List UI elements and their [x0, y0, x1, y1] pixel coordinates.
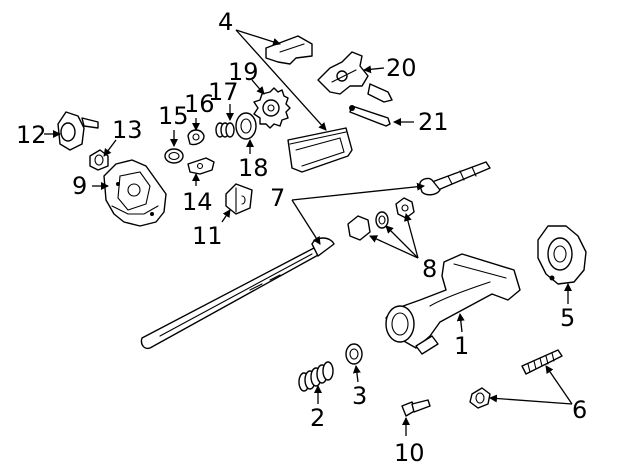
callout-21: 21	[418, 108, 449, 136]
part-16-clip	[187, 129, 205, 146]
part-20-switch-housing	[317, 51, 393, 103]
part-7-upper-shaft	[419, 161, 491, 196]
leader-lines	[44, 29, 573, 436]
callout-labels: 4 20 19 17 16 15 21 13 12 18 9 7 14 11 8…	[16, 8, 587, 467]
callout-19: 19	[228, 58, 259, 86]
callout-20: 20	[386, 54, 417, 82]
callout-13: 13	[112, 116, 143, 144]
callout-1: 1	[454, 332, 469, 360]
part-4-lower-cover	[287, 127, 353, 173]
part-18-washer	[235, 112, 257, 140]
part-5-housing	[537, 225, 587, 285]
part-15-ring	[164, 148, 184, 164]
part-21-pin	[349, 105, 391, 127]
part-9-lock-housing	[103, 159, 167, 227]
part-13-cylinder	[89, 149, 109, 171]
callout-7: 7	[270, 184, 285, 212]
callout-6: 6	[572, 396, 587, 424]
callout-12: 12	[16, 121, 47, 149]
part-14-bracket	[187, 157, 215, 175]
callout-14: 14	[182, 188, 213, 216]
callout-4: 4	[218, 8, 233, 36]
callout-11: 11	[192, 222, 223, 250]
part-2-spring	[298, 361, 334, 392]
part-4-upper-cover	[265, 35, 313, 65]
part-6-spring	[521, 349, 563, 375]
callout-5: 5	[560, 304, 575, 332]
callout-18: 18	[238, 154, 269, 182]
callout-9: 9	[72, 172, 87, 200]
callout-15: 15	[158, 102, 189, 130]
part-8-fittings	[347, 197, 415, 241]
callout-17: 17	[208, 78, 239, 106]
part-1-column-jacket	[385, 253, 521, 355]
part-6-bushing	[469, 387, 491, 409]
callout-2: 2	[310, 404, 325, 432]
callout-3: 3	[352, 382, 367, 410]
part-12-lock-cylinder	[57, 111, 99, 151]
part-10-bolt	[401, 399, 431, 417]
part-11-switch-block	[225, 183, 253, 215]
callout-16: 16	[184, 90, 215, 118]
callout-8: 8	[422, 255, 437, 283]
part-7-lower-shaft	[140, 237, 335, 350]
part-3-bushing	[345, 343, 363, 365]
part-19-sprocket	[253, 87, 291, 129]
callout-10: 10	[394, 439, 425, 467]
part-17-spring	[215, 122, 235, 138]
